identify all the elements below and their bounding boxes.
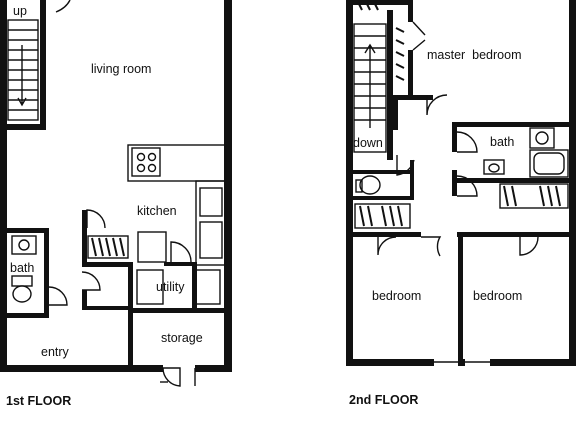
room-label-bedroom-right: bedroom	[473, 289, 522, 303]
closet-rod	[87, 235, 129, 259]
door-swings-first-floor	[48, 209, 196, 387]
first-floor-plan: up living room kitchen bath utility stor…	[0, 0, 232, 408]
room-label-storage: storage	[161, 331, 203, 345]
room-label-master-bedroom: master bedroom	[427, 48, 521, 62]
floor-caption-second: 2nd FLOOR	[349, 393, 418, 407]
half-bath-fixtures	[11, 235, 37, 303]
room-label-down: down	[353, 136, 383, 150]
room-label-bedroom-left: bedroom	[372, 289, 421, 303]
room-label-entry: entry	[41, 345, 70, 359]
master-closet	[353, 0, 433, 100]
room-label-bath: bath	[10, 261, 34, 275]
second-floor-plan: master bedroom bath down bedroom bedroom…	[346, 0, 576, 407]
room-label-living-room: living room	[91, 62, 151, 76]
bedroom-closets	[354, 183, 569, 229]
room-label-up: up	[13, 4, 27, 18]
floor-caption-first: 1st FLOOR	[6, 394, 71, 408]
door-swings-second-floor	[377, 94, 539, 257]
stair-up	[7, 0, 71, 130]
kitchen-counters	[127, 144, 227, 266]
room-label-utility: utility	[156, 280, 185, 294]
room-label-kitchen: kitchen	[137, 204, 177, 218]
stair-down	[353, 10, 393, 160]
room-label-bath-upper: bath	[490, 135, 514, 149]
full-bath-fixtures	[355, 127, 569, 195]
